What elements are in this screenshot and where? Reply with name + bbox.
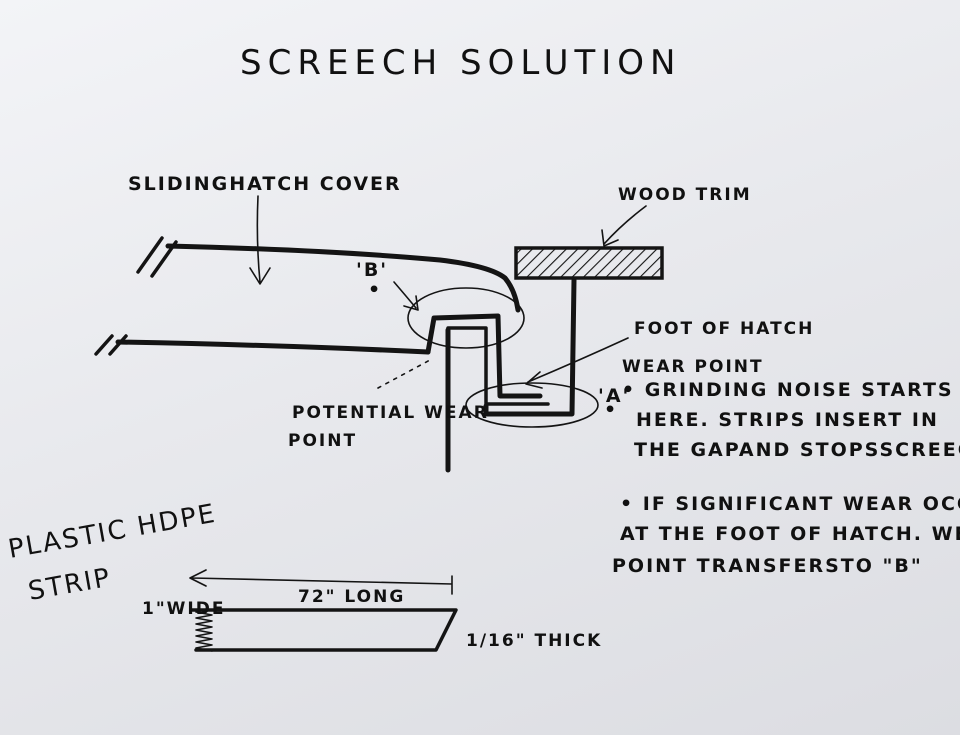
strip-title-line1: PLASTIC HDPE (6, 499, 219, 565)
label-strip-thickness: 1/16" THICK (466, 631, 602, 651)
note-wear-line1: • IF SIGNIFICANT WEAR OCCUR (620, 493, 960, 515)
break-mark-lower (94, 334, 128, 356)
hatch-foot-inner (446, 326, 550, 406)
label-point-b: 'B' (356, 259, 388, 281)
strip-title-line2: STRIP (26, 563, 114, 607)
circle-point-b (407, 287, 525, 349)
arrow-wood-trim (601, 205, 647, 247)
label-foot-of-hatch: FOOT OF HATCH (634, 319, 814, 339)
note-grinding-line3: THE GAPAND STOPSSCREEC (634, 439, 960, 461)
note-wear-line2: AT THE FOOT OF HATCH. WEAR (620, 523, 960, 545)
note-grinding-line1: • GRINDING NOISE STARTS (622, 379, 954, 401)
hatch-foot (425, 313, 543, 399)
label-potential-wear-line2: POINT (288, 431, 357, 451)
hatch-cover-top-edge (165, 243, 521, 313)
label-strip-width: 1"WIDE (142, 599, 226, 619)
strip-length-arrow (189, 569, 453, 595)
hatch-cover-bottom-edge (115, 339, 431, 355)
label-sliding-hatch-cover: SLIDINGHATCH COVER (128, 173, 402, 195)
label-potential-wear-line1: POTENTIAL WEAR (292, 403, 489, 423)
label-strip-length: 72" LONG (298, 587, 405, 607)
wood-trim-block (514, 246, 664, 280)
page-title: SCREECH SOLUTION (240, 43, 682, 83)
dotted-leader-potential-wear (377, 359, 431, 389)
strip-body (190, 608, 458, 652)
circle-point-a (465, 382, 599, 428)
label-point-a: 'A' (598, 385, 630, 407)
arrow-point-b (393, 281, 419, 311)
note-wear-line3: POINT TRANSFERSTO "B" (612, 555, 923, 577)
label-wood-trim: WOOD TRIM (618, 185, 752, 205)
strip-width-squiggle (195, 611, 213, 652)
arrow-hatch-cover (249, 195, 271, 285)
dot-point-b: • (368, 279, 382, 301)
note-grinding-line2: HERE. STRIPS INSERT IN (636, 409, 939, 431)
label-wear-point: WEAR POINT (622, 357, 764, 377)
coaming-channel (483, 277, 577, 417)
arrow-foot-of-hatch (525, 337, 629, 389)
dot-point-a: • (604, 399, 618, 421)
